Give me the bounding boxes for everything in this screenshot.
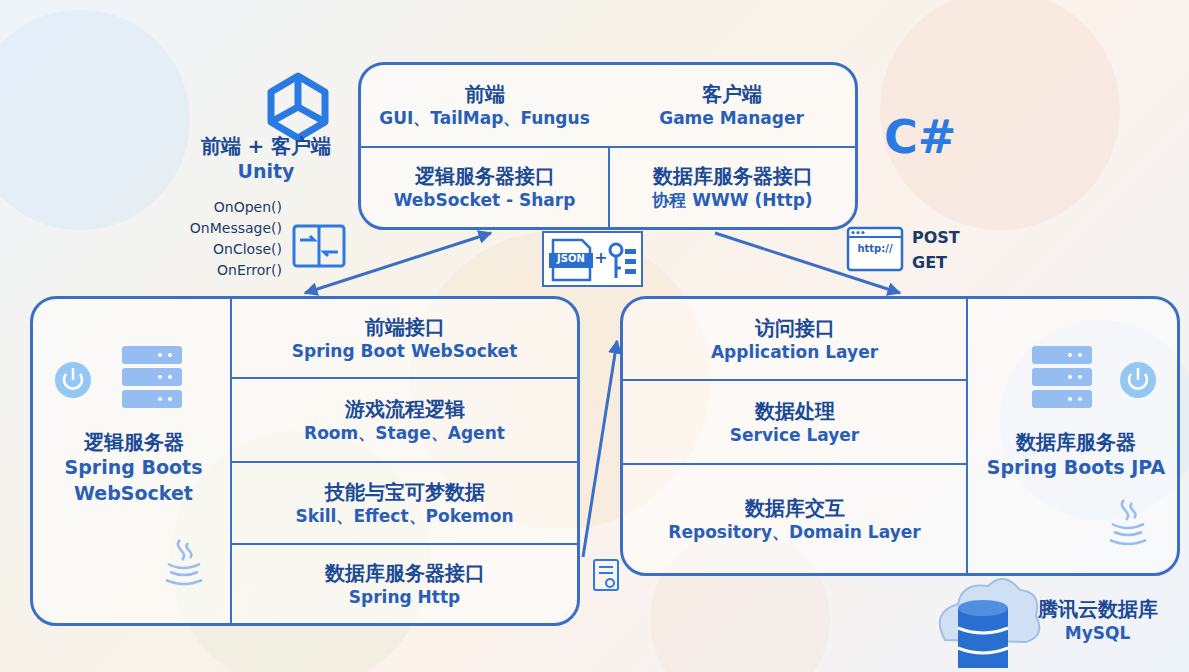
cloud-database-icon [940, 579, 1040, 668]
detail-text: Repository、Domain Layer [668, 521, 920, 544]
callback-name: OnOpen() [160, 199, 282, 215]
detail-text: Spring Boots JPA [987, 455, 1165, 481]
title-group: 逻辑服务器Spring Boots WebSocket [51, 429, 216, 506]
heading-text: 前端 + 客户端 [201, 133, 332, 159]
heading-text: 数据处理 [755, 398, 835, 424]
logic-server-box: 逻辑服务器Spring Boots WebSocket前端接口Spring Bo… [30, 296, 580, 626]
http-icon [848, 228, 902, 270]
detail-text: Spring Http [349, 586, 460, 609]
layer-cell: 数据库服务器接口Spring Http [230, 543, 577, 623]
layer-cell: 访问接口Application Layer [623, 299, 968, 379]
icon-text: JSON [549, 253, 593, 264]
detail-text: Skill、Effect、Pokemon [295, 505, 513, 528]
http-method: GET [912, 253, 982, 272]
callback-name: OnError() [160, 262, 282, 278]
json-key-icon [543, 232, 642, 286]
heading-text: 客户端 [702, 81, 762, 107]
unity-logo [271, 76, 325, 138]
heading-text: 逻辑服务器接口 [415, 163, 555, 189]
detail-text: MySQL [1065, 622, 1131, 645]
detail-text: Game Manager [659, 107, 804, 130]
detail-text: Spring Boot WebSocket [292, 340, 518, 363]
detail-text: WebSocket - Sharp [394, 189, 576, 212]
callback-name: OnClose() [160, 241, 282, 257]
detail-text: 协程 WWW (Http) [652, 189, 812, 212]
detail-text: Spring Boots WebSocket [51, 455, 216, 506]
interface-cell: 数据库服务器接口协程 WWW (Http) [608, 146, 855, 227]
connector-arrow [715, 233, 900, 293]
layer-cell: 数据处理Service Layer [623, 379, 968, 463]
connector-arrow [305, 233, 491, 293]
heading-text: 数据库服务器接口 [325, 560, 485, 586]
language-label: C# [884, 110, 964, 164]
heading-text: 前端接口 [365, 314, 445, 340]
heading-text: 游戏流程逻辑 [345, 396, 465, 422]
heading-text: 逻辑服务器 [84, 429, 184, 455]
module-cell: 前端GUI、TailMap、Fungus [361, 65, 608, 146]
heading-text: 技能与宝可梦数据 [325, 479, 485, 505]
detail-text: Application Layer [711, 341, 878, 364]
db-server-box: 数据库服务器Spring Boots JPA访问接口Application La… [620, 296, 1180, 576]
layer-cell: 前端接口Spring Boot WebSocket [230, 299, 577, 377]
detail-text: Room、Stage、Agent [304, 422, 505, 445]
heading-text: 数据库服务器接口 [653, 163, 813, 189]
http-method: POST [912, 228, 982, 247]
client-box: 前端 + 客户端Unity前端GUI、TailMap、Fungus客户端Game… [358, 62, 858, 230]
detail-text: Service Layer [730, 424, 859, 447]
websocket-icon [294, 226, 344, 266]
plus-sign: + [594, 248, 608, 267]
document-icon [594, 560, 618, 590]
icon-text: http:// [849, 243, 901, 254]
heading-text: 数据库服务器 [1016, 429, 1136, 455]
detail-text: GUI、TailMap、Fungus [379, 107, 590, 130]
callback-name: OnMessage() [160, 220, 282, 236]
title-group: 前端 + 客户端Unity [181, 133, 351, 185]
interface-cell: 逻辑服务器接口WebSocket - Sharp [361, 146, 608, 227]
heading-text: 前端 [465, 81, 505, 107]
heading-text: 腾讯云数据库 [1038, 596, 1158, 622]
layer-cell: 游戏流程逻辑Room、Stage、Agent [230, 377, 577, 461]
heading-text: 数据库交互 [745, 495, 845, 521]
layer-cell: 数据库交互Repository、Domain Layer [623, 463, 968, 573]
connector-arrow [583, 341, 617, 557]
layer-cell: 技能与宝可梦数据Skill、Effect、Pokemon [230, 461, 577, 543]
module-cell: 客户端Game Manager [608, 65, 855, 146]
detail-text: Unity [238, 159, 295, 185]
title-group: 数据库服务器Spring Boots JPA [981, 429, 1171, 481]
heading-text: 访问接口 [755, 315, 835, 341]
cloud-db-label: 腾讯云数据库MySQL [1010, 590, 1185, 650]
